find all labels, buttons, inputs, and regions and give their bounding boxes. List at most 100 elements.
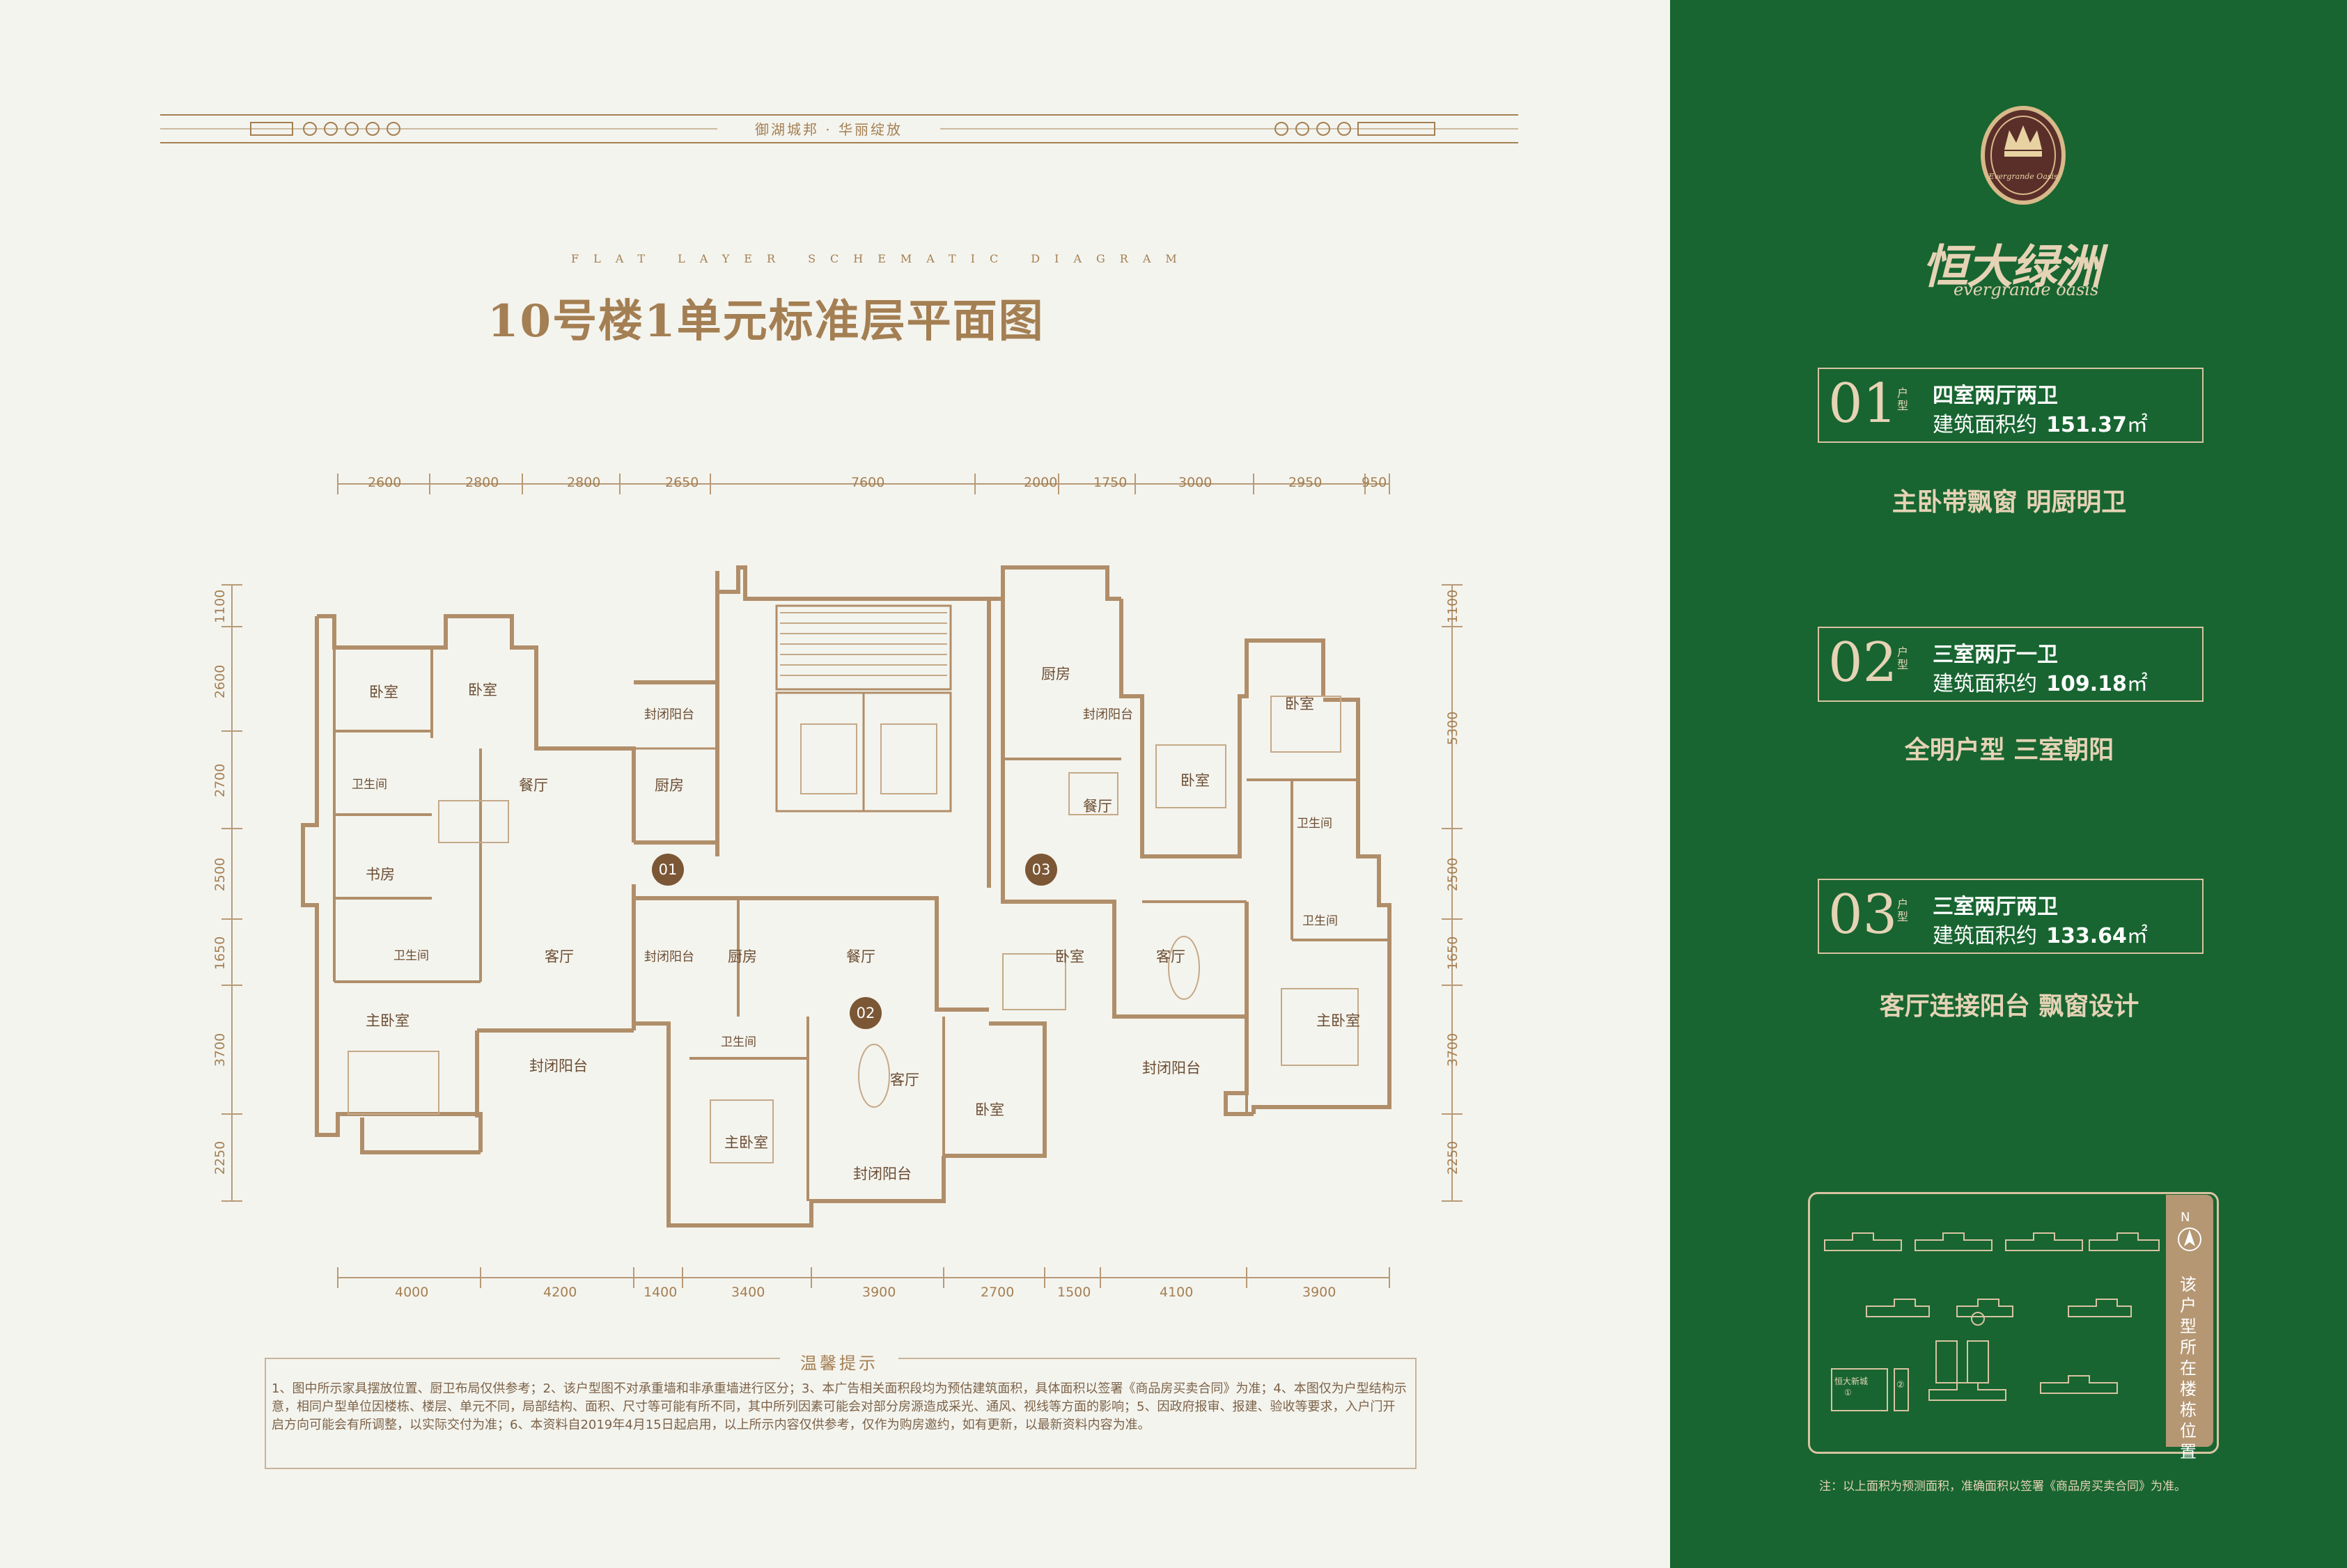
room-label: 客厅 — [1156, 948, 1185, 965]
unit-selling-point: 主卧带飘窗 明厨明卫 — [1892, 488, 2127, 517]
area-value: 151.37 — [2046, 413, 2127, 437]
room-label: 封闭阳台 — [1142, 1060, 1201, 1076]
dim-left: 2700 — [212, 763, 228, 798]
dim-left: 2250 — [212, 1140, 228, 1175]
dim-top: 2950 — [1288, 475, 1323, 490]
dim-bottom: 1400 — [644, 1285, 678, 1300]
unit-area-row: 建筑面积约 109.18㎡ — [1933, 666, 2148, 697]
room-label: 卧室 — [369, 684, 398, 700]
unit-tag-03: 03 — [1025, 854, 1057, 886]
dim-top: 950 — [1362, 475, 1387, 490]
room-label: 主卧室 — [366, 1012, 410, 1029]
site-label-city-num: ① — [1844, 1388, 1852, 1397]
area-unit: ㎡ — [2126, 924, 2148, 948]
logo-cn: 恒大绿洲 — [1922, 240, 2102, 294]
unit-selling-point: 全明户型 三室朝阳 — [1904, 736, 2114, 765]
dim-right: 2500 — [1445, 857, 1461, 892]
unit-type: 三室两厅一卫 — [1933, 643, 2058, 667]
room-label: 卫生间 — [1297, 817, 1332, 831]
crown-emblem-icon — [1981, 106, 2066, 205]
room-label: 主卧室 — [1316, 1012, 1360, 1029]
unit-label: 户型 — [1897, 897, 1909, 923]
dim-top: 2800 — [465, 475, 499, 490]
unit-tag-02: 02 — [850, 997, 882, 1029]
room-label: 厨房 — [655, 777, 684, 794]
dim-left: 1100 — [212, 589, 228, 624]
room-label: 书房 — [366, 866, 395, 883]
room-label: 卧室 — [975, 1101, 1004, 1118]
dim-left: 2600 — [212, 664, 228, 699]
unit-tag-01: 01 — [652, 854, 684, 886]
site-plan-map — [1824, 1232, 2160, 1411]
room-label: 封闭阳台 — [644, 707, 694, 722]
room-label: 卫生间 — [393, 949, 429, 963]
site-label-num: ② — [1896, 1380, 1905, 1390]
room-label: 卧室 — [1180, 772, 1210, 789]
dim-right: 1100 — [1445, 589, 1461, 624]
site-plan — [1808, 1192, 2219, 1454]
room-label: 卧室 — [1285, 696, 1314, 712]
dim-top: 2800 — [567, 475, 601, 490]
dim-left: 3700 — [212, 1033, 228, 1067]
floor-plan-drawing — [221, 473, 1463, 1288]
dim-top: 1750 — [1093, 475, 1128, 490]
header-rule — [160, 114, 1518, 143]
unit-card-01 — [1818, 368, 2204, 443]
dim-left: 2500 — [212, 857, 228, 892]
room-label: 卧室 — [1055, 948, 1084, 965]
dim-bottom: 3900 — [862, 1285, 896, 1300]
dim-right: 1650 — [1445, 936, 1461, 971]
badge-text: Evergrande Oasis — [1988, 172, 2058, 181]
dim-bottom: 3400 — [731, 1285, 765, 1300]
area-unit: ㎡ — [2126, 672, 2148, 696]
unit-area-row: 建筑面积约 133.64㎡ — [1933, 918, 2148, 949]
room-label: 封闭阳台 — [1083, 707, 1133, 722]
room-label: 餐厅 — [1083, 798, 1112, 815]
unit-label: 户型 — [1897, 386, 1909, 412]
unit-card-02 — [1818, 627, 2204, 702]
unit-label: 户型 — [1897, 645, 1909, 671]
north-label: N — [2181, 1210, 2190, 1225]
unit-card-03 — [1818, 879, 2204, 954]
dim-bottom: 2700 — [981, 1285, 1015, 1300]
room-label: 厨房 — [728, 948, 757, 965]
area-value: 109.18 — [2046, 672, 2127, 696]
dim-right: 3700 — [1445, 1033, 1461, 1067]
dim-bottom: 4100 — [1160, 1285, 1194, 1300]
tips-text: 1、图中所示家具摆放位置、厨卫布局仅供参考；2、该户型图不对承重墙和非承重墙进行… — [272, 1381, 1407, 1432]
site-location-text: 该户型所在楼栋位置 — [2180, 1275, 2197, 1461]
unit-number: 03 — [1828, 884, 1898, 946]
room-label: 卫生间 — [1302, 914, 1338, 928]
room-label: 卫生间 — [352, 778, 387, 792]
dim-top: 2000 — [1024, 475, 1058, 490]
room-label: 封闭阳台 — [644, 950, 694, 964]
dim-top: 7600 — [851, 475, 885, 490]
dim-bottom: 3900 — [1302, 1285, 1336, 1300]
area-label: 建筑面积约 — [1933, 413, 2037, 437]
room-label: 客厅 — [545, 948, 574, 965]
slogan: 御湖城邦 · 华丽绽放 — [717, 118, 940, 139]
area-value: 133.64 — [2046, 924, 2127, 948]
room-label: 厨房 — [1041, 666, 1070, 682]
page-subtitle: FLAT LAYER SCHEMATIC DIAGRAM — [571, 252, 1192, 265]
area-label: 建筑面积约 — [1933, 672, 2037, 696]
room-label: 封闭阳台 — [853, 1166, 912, 1182]
dim-right: 5300 — [1445, 711, 1461, 746]
dim-bottom: 1500 — [1057, 1285, 1091, 1300]
room-label: 卫生间 — [721, 1035, 756, 1049]
unit-number: 01 — [1828, 373, 1898, 435]
room-label: 客厅 — [890, 1072, 919, 1088]
tips-title: 温馨提示 — [780, 1349, 898, 1374]
floorplan-panel: 御湖城邦 · 华丽绽放 FLAT LAYER SCHEMATIC DIAGRAM… — [160, 114, 1518, 1469]
room-label: 餐厅 — [846, 948, 875, 965]
room-label: 封闭阳台 — [529, 1058, 588, 1074]
area-label: 建筑面积约 — [1933, 924, 2037, 948]
unit-type: 四室两厅两卫 — [1933, 384, 2058, 408]
north-arrow-icon — [2178, 1228, 2201, 1251]
room-label: 主卧室 — [724, 1134, 768, 1151]
room-label: 卧室 — [468, 682, 497, 698]
unit-type: 三室两厅两卫 — [1933, 895, 2058, 919]
dim-top: 2600 — [368, 475, 402, 490]
dim-left: 1650 — [212, 936, 228, 971]
area-note: 注：以上面积为预测面积，准确面积以签署《商品房买卖合同》为准。 — [1819, 1480, 2186, 1493]
